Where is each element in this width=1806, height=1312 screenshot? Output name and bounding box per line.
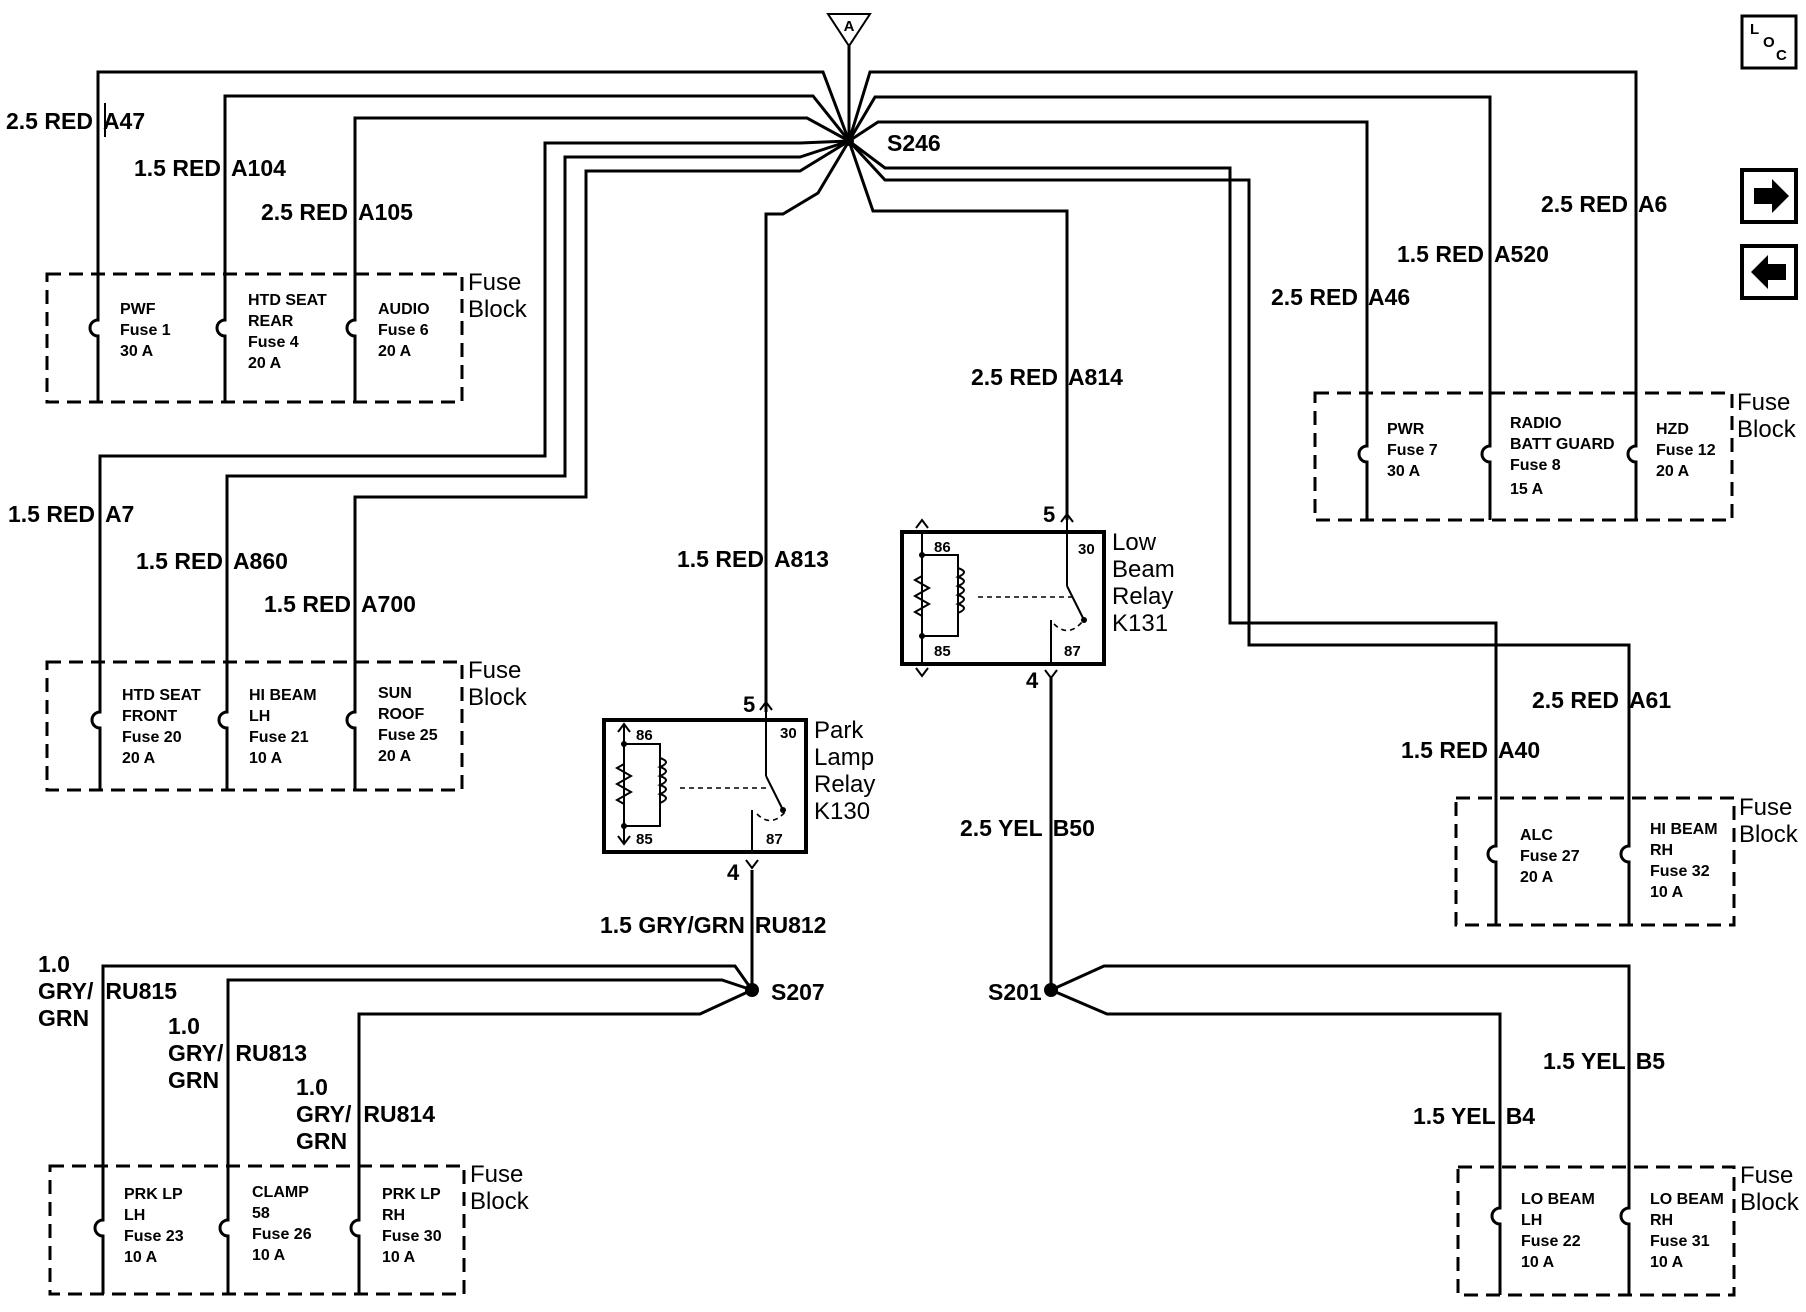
connector-a-label: A [844,18,855,35]
splice-s246-label: S246 [887,130,941,156]
svg-text:86: 86 [636,727,653,744]
svg-text:87: 87 [1064,643,1081,660]
back-arrow-button[interactable]: back [1740,244,1798,300]
left-arrow-icon [1751,255,1786,289]
connector-a: A [826,13,872,141]
svg-text:L: L [1750,21,1759,38]
s246-wire-bundle [96,70,1638,832]
right-arrow-icon [1754,179,1789,213]
svg-text:85: 85 [934,643,951,660]
svg-text:O: O [1763,34,1775,51]
s207-wire-bundle [101,964,754,1166]
svg-text:30: 30 [780,725,797,742]
svg-text:85: 85 [636,831,653,848]
svg-text:86: 86 [934,539,951,556]
loc-icon[interactable]: L O C [1740,14,1798,70]
park-relay-pin4: 4 [727,860,740,885]
svg-text:C: C [1776,47,1787,64]
splice-s201-label: S201 [988,979,1042,1005]
splice-s207-label: S207 [771,979,825,1005]
svg-text:87: 87 [766,831,783,848]
s201-wire-bundle [1050,964,1631,1167]
low-relay-pin4: 4 [1026,668,1039,693]
low-relay-pin5: 5 [1043,502,1055,527]
svg-text:30: 30 [1078,541,1095,558]
park-relay-pin5: 5 [743,692,755,717]
forward-arrow-button[interactable]: forward [1740,168,1798,224]
